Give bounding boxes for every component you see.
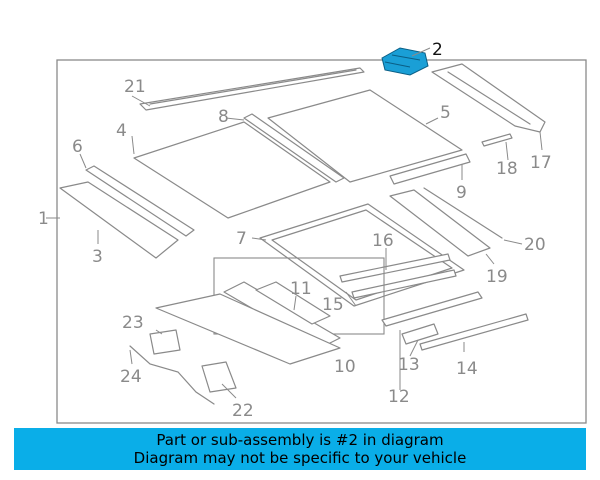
part-13-bracket[interactable] [401,323,439,345]
part-6-seal[interactable] [85,165,195,237]
callout-24: 24 [120,367,142,387]
callout-9: 9 [456,183,467,203]
part-17-shade[interactable] [431,63,546,133]
part-19-side-frame[interactable] [389,189,491,257]
part-5-rear-glass[interactable] [267,89,463,183]
callout-23: 23 [122,313,144,333]
part-deflector-frame[interactable] [155,293,341,365]
part-12-rail[interactable] [381,291,483,327]
callout-4: 4 [116,121,127,141]
part-4-front-glass[interactable] [133,121,331,219]
callout-10: 10 [334,357,356,377]
callout-6: 6 [72,137,83,157]
part-15-bar[interactable] [351,269,457,299]
part-3-panel[interactable] [59,181,179,259]
callout-19: 19 [486,267,508,287]
callout-8: 8 [218,107,229,127]
callout-16: 16 [372,231,394,251]
part-21-rail[interactable] [139,67,365,111]
callout-14: 14 [456,359,478,379]
info-banner: Part or sub-assembly is #2 in diagram Di… [14,428,586,470]
callout-5: 5 [440,103,451,123]
callout-18: 18 [496,159,518,179]
callout-7: 7 [236,229,247,249]
leaders [46,47,543,399]
callout-22: 22 [232,401,254,421]
part-20-strip[interactable] [423,187,503,239]
part-22-motor[interactable] [201,361,237,393]
callout-12: 12 [388,387,410,407]
part-24-harness[interactable] [129,345,215,405]
callout-17: 17 [530,153,552,173]
callout-1: 1 [38,209,49,229]
callout-15: 15 [322,295,344,315]
callout-2: 2 [432,40,443,60]
part-8-strip[interactable] [243,113,345,183]
callout-21: 21 [124,77,146,97]
banner-line-1: Part or sub-assembly is #2 in diagram [156,431,444,449]
part-18-bracket[interactable] [481,133,513,147]
callout-11: 11 [290,279,312,299]
part-23-module[interactable] [149,329,181,355]
callout-3: 3 [92,247,103,267]
callout-20: 20 [524,235,546,255]
banner-line-2: Diagram may not be specific to your vehi… [133,449,467,467]
callout-13: 13 [398,355,420,375]
part-16-bar[interactable] [339,253,451,283]
diagram-frame [56,59,587,424]
part-14-rail[interactable] [419,313,529,351]
part-9-rail[interactable] [389,153,471,185]
part-2-module[interactable] [381,47,429,76]
